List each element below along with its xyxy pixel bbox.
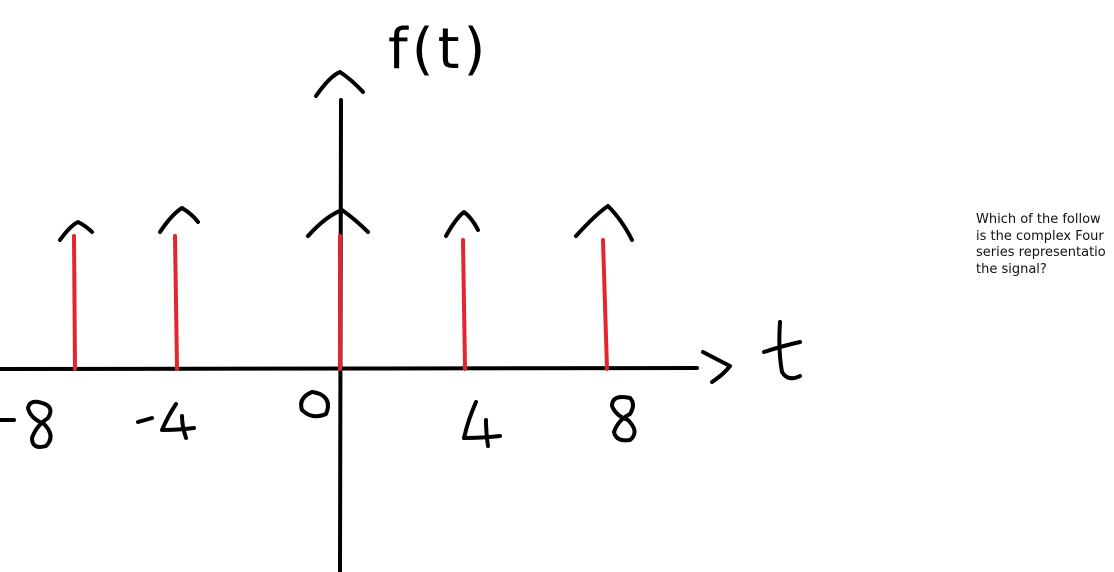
x-axis-arrow (701, 350, 732, 384)
axis-label-f-of-t: f(t) (388, 17, 489, 82)
question-line: the signal? (976, 261, 1047, 277)
x-axis (0, 366, 699, 371)
impulse-arrowheads (58, 204, 634, 242)
tick-0 (299, 390, 330, 419)
axis-label-t (762, 320, 802, 381)
impulse-4 (461, 238, 467, 371)
question-line: is the complex Four (976, 228, 1104, 244)
y-axis-arrow (314, 70, 365, 98)
impulse-minus-8 (72, 234, 77, 371)
impulses (72, 234, 609, 371)
question-line: Which of the follow (976, 212, 1101, 227)
impulse-minus-4 (173, 234, 179, 371)
tick-labels (0, 390, 637, 449)
tick-8 (610, 395, 637, 443)
question-line: series representatio (976, 245, 1106, 260)
question-text: Which of the follow is the complex Four … (976, 212, 1114, 278)
impulse-8 (601, 238, 609, 371)
tick-minus-8 (0, 399, 53, 449)
tick-4 (462, 400, 502, 448)
tick-minus-4 (136, 402, 196, 440)
